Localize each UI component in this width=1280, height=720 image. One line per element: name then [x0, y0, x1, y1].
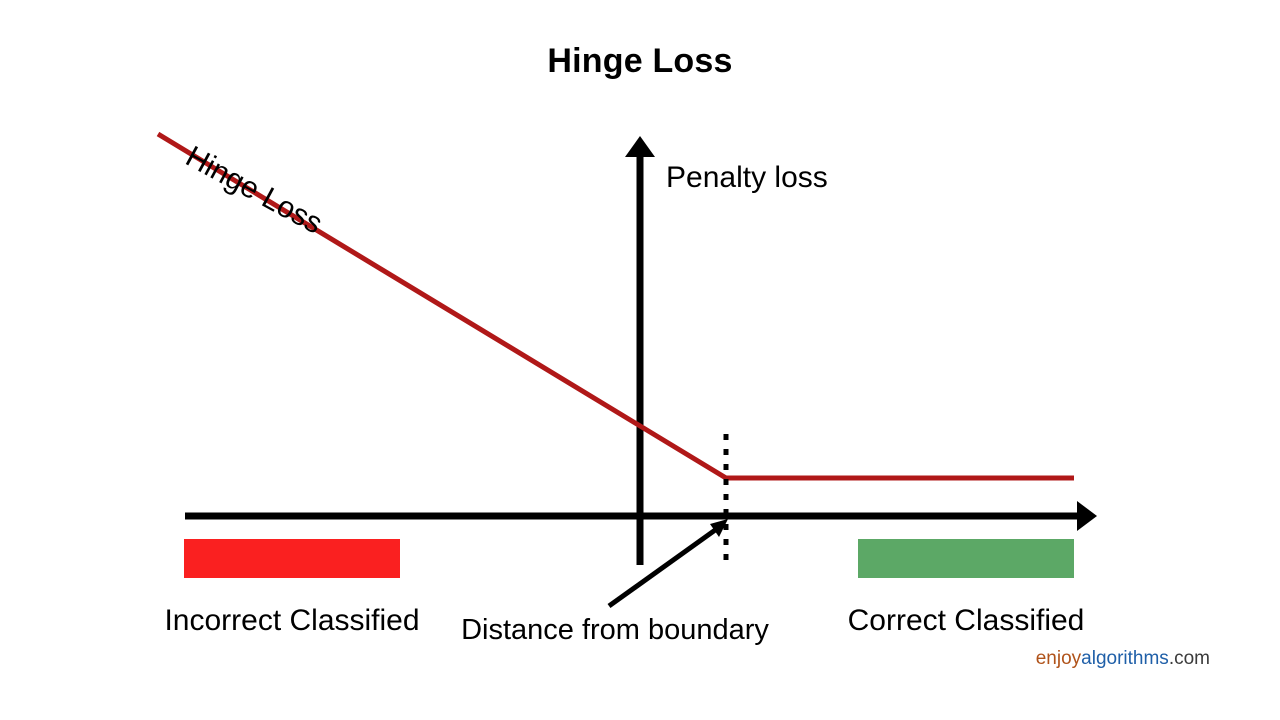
- watermark: enjoyalgorithms.com: [0, 648, 1210, 670]
- watermark-part-enjoy: enjoy: [1035, 648, 1082, 669]
- distance-pointer-arrow: [607, 519, 728, 609]
- correct-classified-swatch: [858, 539, 1074, 578]
- y-axis-label: Penalty loss: [666, 161, 828, 194]
- hinge-loss-curve: [156, 131, 1074, 481]
- x-axis-label: Distance from boundary: [461, 614, 769, 646]
- incorrect-classified-label: Incorrect Classified: [164, 604, 420, 637]
- incorrect-classified-swatch: [184, 539, 400, 578]
- x-axis: [185, 501, 1097, 531]
- correct-classified-label: Correct Classified: [847, 604, 1085, 637]
- y-axis: [625, 136, 655, 565]
- page-title: Hinge Loss: [547, 42, 733, 80]
- watermark-part-algorithms: algorithms: [1081, 648, 1169, 669]
- watermark-part-domain: .com: [1168, 648, 1210, 669]
